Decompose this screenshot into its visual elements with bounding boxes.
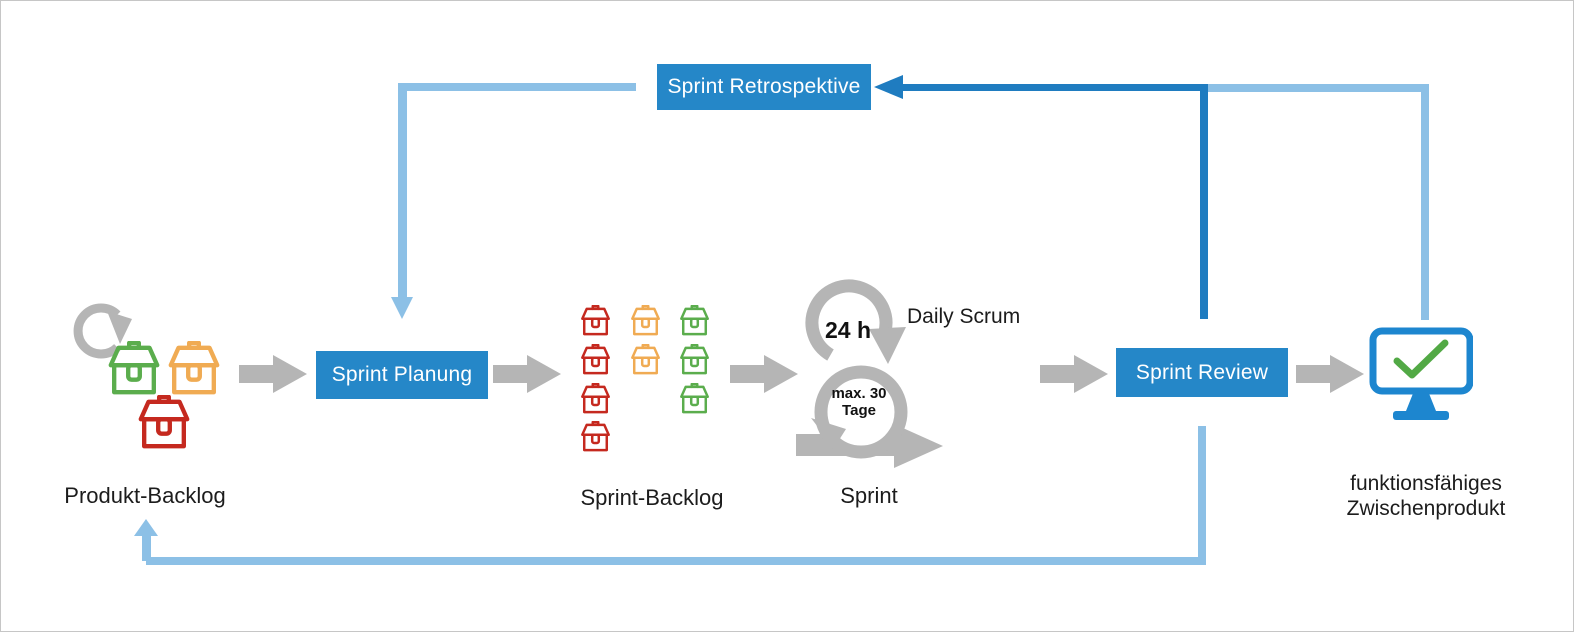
sprint-review-label: Sprint Review [1135,360,1269,384]
sprint-backlog-label: Sprint-Backlog [580,485,724,510]
connector-product-up-v [1421,84,1429,320]
produkt-backlog-box-orange [165,341,223,399]
sprint-label: Sprint [840,483,898,508]
connector-retro-to-planung-v [398,83,407,297]
sprint-duration-line2: Tage [842,401,876,419]
result-label: funktionsfähiges Zwischenprodukt [1326,472,1526,521]
sprint-retrospektive-node: Sprint Retrospektive [657,64,871,110]
sprint-retrospektive-label: Sprint Retrospektive [667,75,861,98]
sprint-planung-node: Sprint Planung [316,351,488,399]
sprint-planung-label: Sprint Planung [331,363,473,386]
connector-review-down-v [1198,426,1206,565]
flow-arrow-3 [730,355,798,393]
sprint-backlog-box-orange [629,343,662,377]
sprint-backlog-box-red [579,305,612,338]
sprint-duration-line1: max. 30 [831,385,887,402]
connector-bottom-left-v [142,535,151,561]
connector-review-to-retro-h [902,84,1208,91]
arrowhead-up-to-produkt-backlog [134,519,158,536]
connector-product-up-h [1208,84,1429,92]
arrowhead-left-to-retro [874,75,903,99]
sprint-duration-label: max. 30 Tage [819,385,899,419]
sprint-backlog-box-green [678,305,711,338]
sprint-backlog-box-red [579,421,612,454]
connector-bottom-h [146,557,1206,565]
daily-scrum-label: Daily Scrum [907,305,1021,328]
arrowhead-down-to-planung [391,297,413,319]
flow-arrow-1 [239,355,307,393]
produkt-backlog-box-green [105,341,163,399]
flow-arrow-2 [493,355,561,393]
result-label-line2: Zwischenprodukt [1346,496,1506,520]
sprint-backlog-box-red [579,382,612,416]
monitor-check-icon [1369,327,1473,420]
sprint-review-node: Sprint Review [1116,348,1288,397]
connector-retro-to-planung-h [398,83,636,91]
produkt-backlog-label: Produkt-Backlog [64,483,226,508]
connector-review-to-retro-v [1200,84,1208,319]
daily-duration-label: 24 h [824,317,872,343]
sprint-backlog-box-orange [629,305,662,338]
sprint-backlog-box-green [678,382,711,416]
produkt-backlog-box-red [135,395,193,453]
flow-arrow-5 [1296,355,1364,393]
sprint-backlog-box-red [579,343,612,377]
sprint-backlog-box-green [678,343,711,377]
sprint-loop-icon [796,279,943,468]
result-label-line1: funktionsfähiges [1350,472,1502,495]
refresh-icon [73,303,132,359]
flow-arrow-4 [1040,355,1108,393]
